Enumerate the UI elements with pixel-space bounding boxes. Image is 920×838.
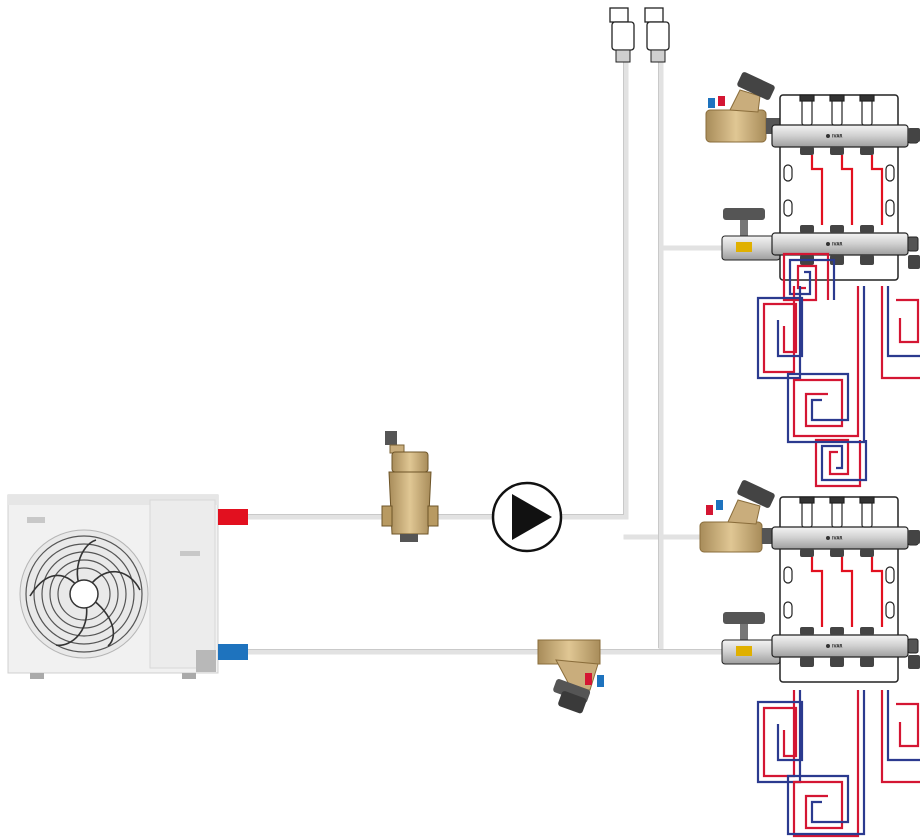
flow-connection-icon bbox=[218, 509, 248, 525]
underfloor-manifold-icon bbox=[770, 495, 920, 684]
return-connection-icon bbox=[218, 644, 248, 660]
underfloor-loop-icon bbox=[756, 252, 920, 488]
dirt-separator-icon bbox=[381, 431, 439, 542]
underfloor-loop-icon bbox=[756, 690, 920, 838]
pipework bbox=[245, 59, 725, 655]
heat-pump-outdoor-unit-icon bbox=[7, 494, 219, 679]
lower-ball-valve-icon bbox=[721, 612, 781, 665]
circulation-pump-icon bbox=[491, 481, 563, 553]
automatic-air-vent-icon bbox=[609, 7, 670, 63]
manifold-end-fitting-icon bbox=[908, 128, 920, 669]
upper-ball-valve-icon bbox=[721, 208, 781, 261]
lower-balancing-valve-icon bbox=[699, 480, 778, 553]
upper-balancing-valve-icon bbox=[705, 72, 780, 143]
underfloor-manifold-icon bbox=[770, 93, 920, 282]
balancing-valve-icon bbox=[537, 639, 604, 714]
